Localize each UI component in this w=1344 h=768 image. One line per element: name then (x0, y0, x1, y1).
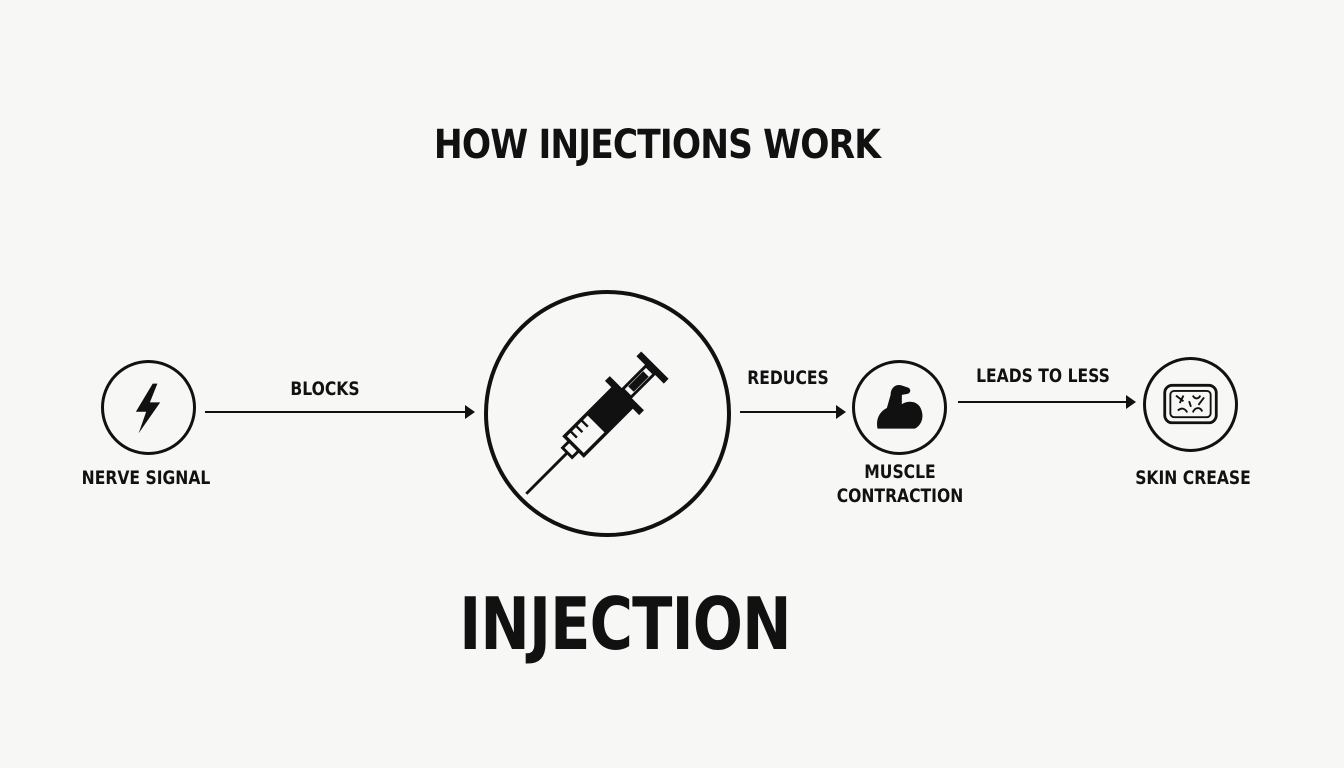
edge-label-reduces: REDUCES (747, 367, 829, 389)
injection-label: INJECTION (459, 582, 791, 666)
muscle-contraction-node (852, 360, 947, 455)
edge-label-blocks: BLOCKS (290, 378, 360, 400)
arrow-nerve-to-injection (205, 405, 475, 419)
injection-node (484, 290, 731, 537)
muscle-contraction-label-line2: CONTRACTION (836, 485, 964, 507)
nerve-signal-label: NERVE SIGNAL (81, 467, 211, 489)
syringe-icon (525, 351, 669, 495)
nerve-signal-node (101, 360, 196, 455)
lightning-bolt-icon (135, 383, 161, 434)
arrow-injection-to-muscle (740, 405, 846, 419)
arrow-muscle-to-skin (958, 395, 1136, 409)
skin-crease-node (1143, 357, 1238, 452)
skin-crease-label: SKIN CREASE (1135, 467, 1251, 489)
diagram-title: HOW INJECTIONS WORK (433, 122, 881, 168)
wrinkled-skin-icon (1163, 383, 1218, 425)
edge-label-leads-to-less: LEADS TO LESS (976, 365, 1110, 387)
flexed-arm-icon (877, 385, 923, 429)
muscle-contraction-label-line1: MUSCLE (864, 461, 936, 483)
